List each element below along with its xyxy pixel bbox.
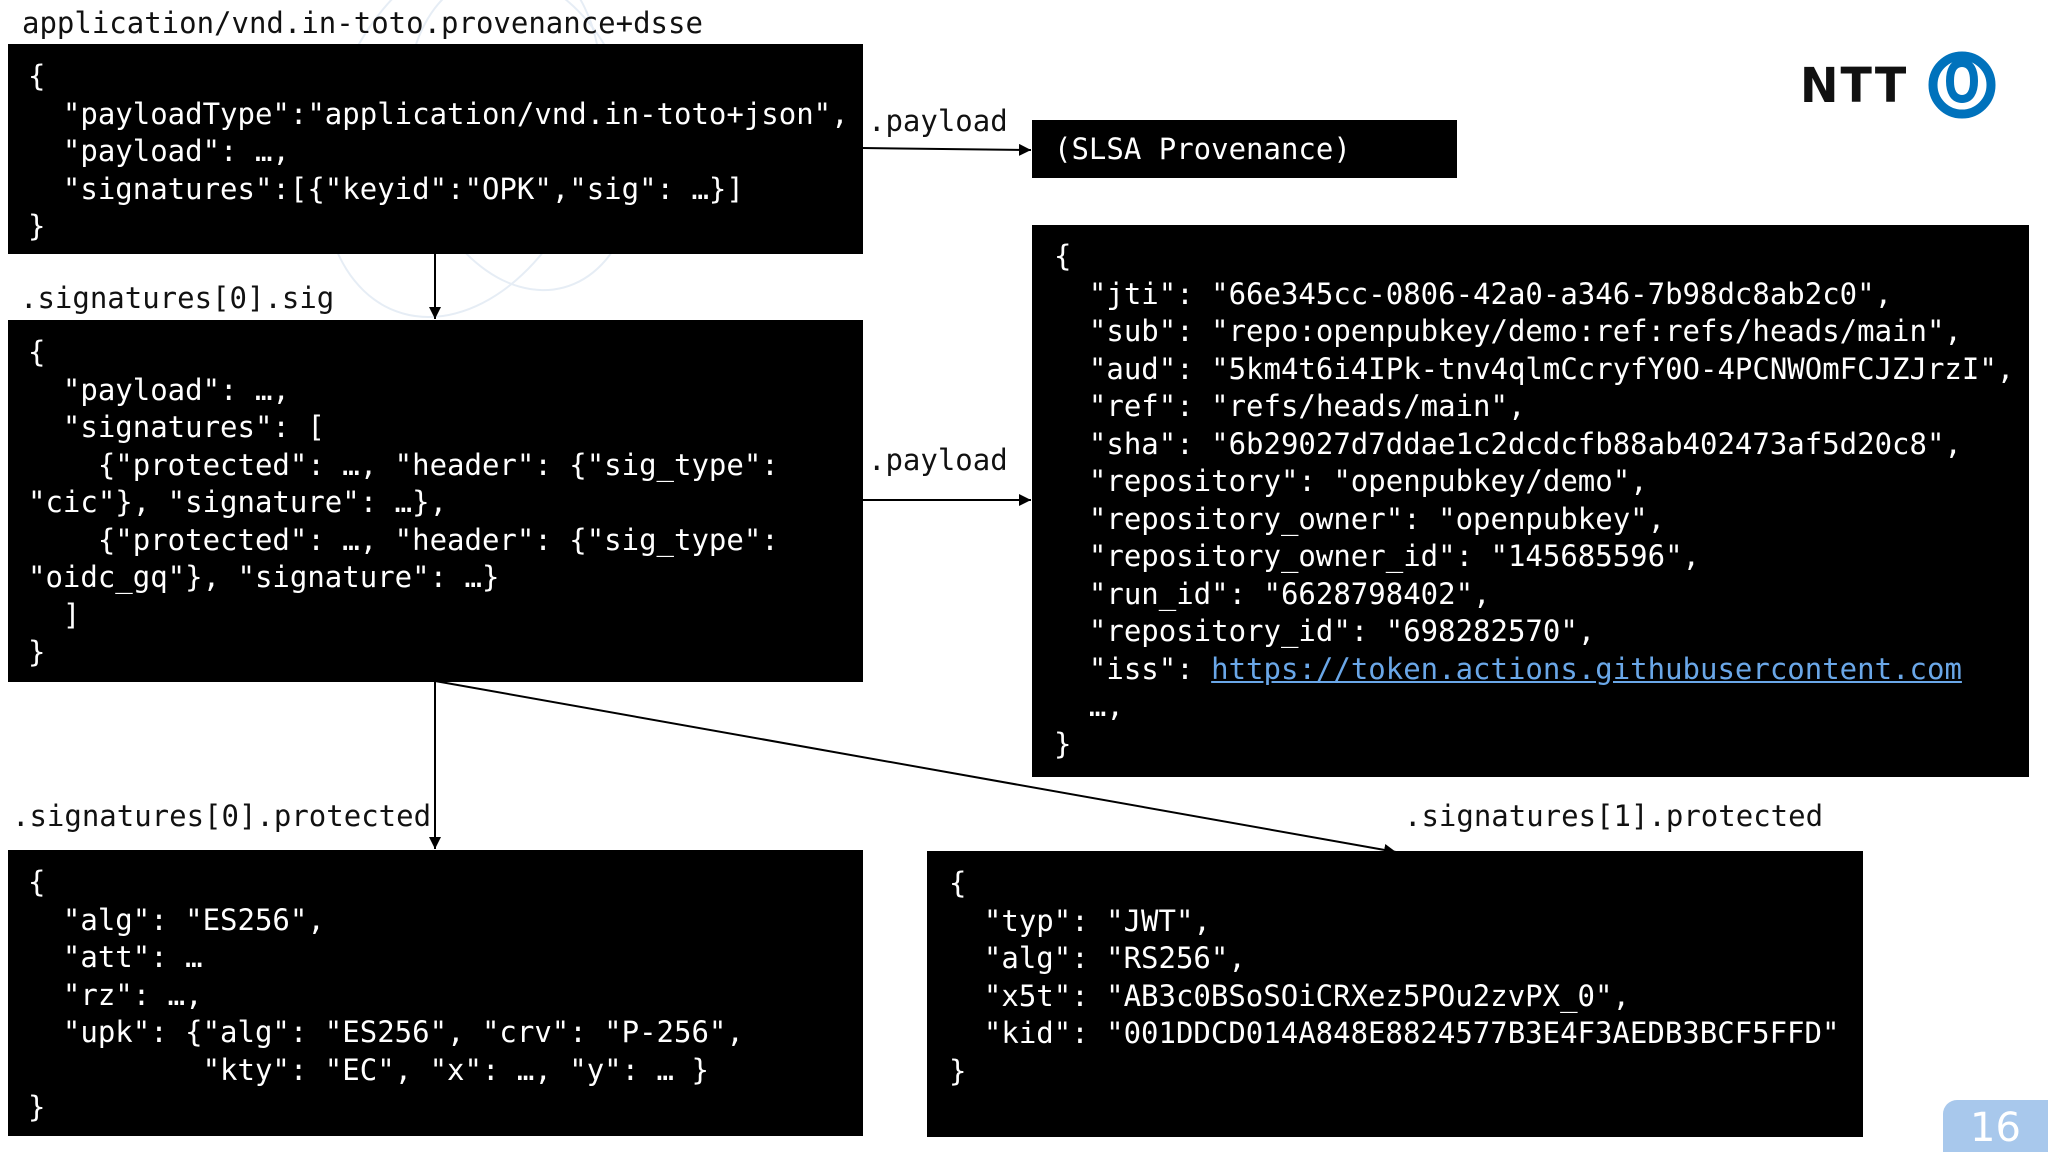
ntt-logo: NTT	[1800, 50, 1998, 120]
payload-label-top: .payload	[868, 104, 1008, 138]
sig0-protected-label: .signatures[0].protected	[12, 799, 432, 833]
sig1-protected-label: .signatures[1].protected	[1404, 799, 1824, 833]
page-number: 16	[1943, 1100, 2048, 1152]
slsa-provenance-box: (SLSA Provenance)	[1032, 120, 1457, 178]
cic-protected-box: { "alg": "ES256", "att": … "rz": …, "upk…	[8, 850, 863, 1136]
ntt-logo-icon	[1928, 51, 1996, 119]
id-token-claims-box: { "jti": "66e345cc-0806-42a0-a346-7b98dc…	[1032, 225, 2029, 777]
oidc-protected-box: { "typ": "JWT", "alg": "RS256", "x5t": "…	[927, 851, 1863, 1137]
jws-signatures-box: { "payload": …, "signatures": [ {"protec…	[8, 320, 863, 682]
arrow-dsse-to-slsa	[861, 143, 1032, 156]
signature-sig-label: .signatures[0].sig	[20, 281, 335, 315]
media-type-label: application/vnd.in-toto.provenance+dsse	[22, 6, 703, 40]
iss-key: "iss":	[1054, 651, 1212, 686]
claims-closing: …, }	[1054, 689, 1124, 761]
dsse-envelope-box: { "payloadType":"application/vnd.in-toto…	[8, 44, 863, 254]
ntt-logo-text: NTT	[1800, 56, 1909, 114]
payload-label-middle: .payload	[868, 443, 1008, 477]
arrow-jws-to-oidc	[434, 680, 1397, 856]
iss-link[interactable]: https://token.actions.githubusercontent.…	[1211, 651, 1962, 686]
claims-text: { "jti": "66e345cc-0806-42a0-a346-7b98dc…	[1054, 239, 2015, 648]
